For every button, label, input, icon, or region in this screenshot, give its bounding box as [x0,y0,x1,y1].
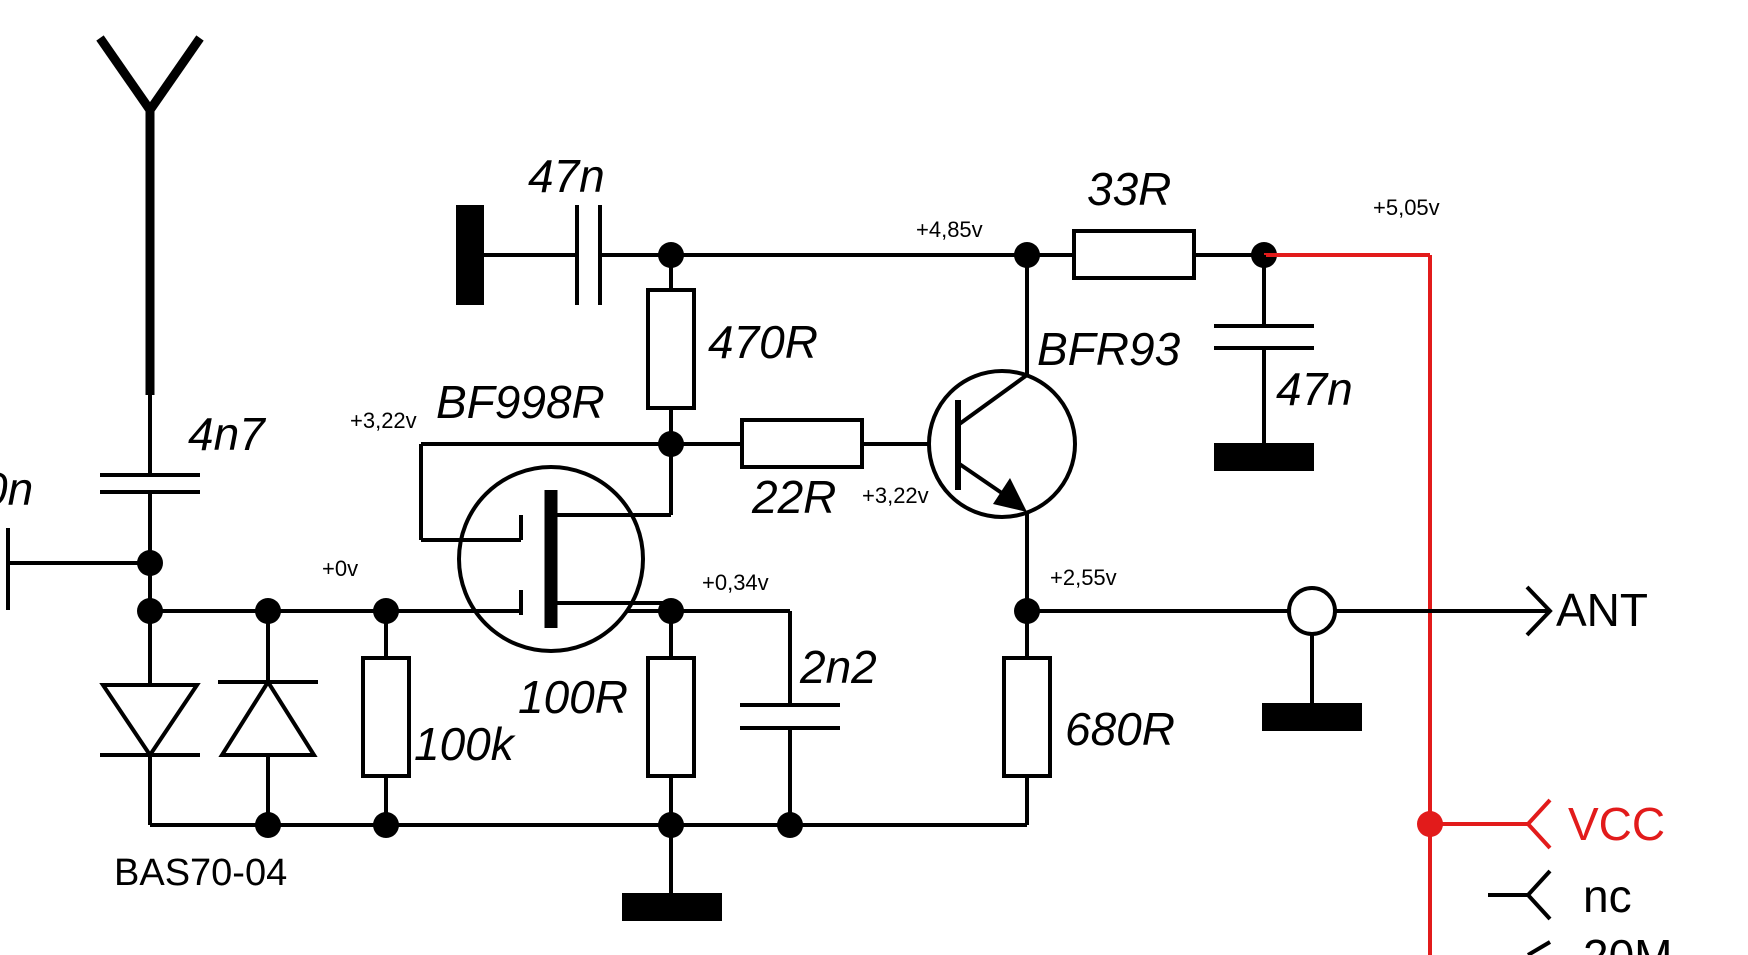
label-c-partial: 0n [0,463,33,515]
label-r-680R: 680R [1065,703,1175,755]
label-v-0: +0v [322,556,358,581]
resistor-22R [740,418,864,469]
label-partial-bottom: 20M [1583,930,1672,955]
label-r-100k: 100k [414,718,516,770]
diode-1 [99,683,201,759]
ant-connector-chevron [1525,585,1553,637]
ground-symbol [1214,443,1314,471]
transistor-bfr93-symbol [927,369,1077,519]
label-v-255: +2,55v [1050,565,1117,590]
ground-symbol [1262,703,1362,731]
antenna-symbol [96,35,204,395]
label-r-33R: 33R [1087,163,1171,215]
label-v-322-left: +3,22v [350,408,417,433]
junction-dot [255,812,281,838]
label-nc: nc [1583,870,1632,922]
resistor-680R [1002,656,1052,778]
diode-2 [218,678,318,757]
ground-symbol [622,893,722,921]
label-fet-bf998r: BF998R [436,376,605,428]
label-v-322-right: +3,22v [862,483,929,508]
test-point-ring [1287,586,1337,636]
label-c-4n7: 4n7 [188,408,266,460]
resistor-100k [361,656,411,778]
capacitor-4n7 [100,473,200,494]
partial-connector-chevron [1526,940,1552,955]
vcc-connector-chevron [1525,798,1552,850]
resistor-100R [646,656,696,778]
label-r-470R: 470R [708,316,818,368]
label-r-22R: 22R [751,471,836,523]
fet-bf998r-symbol [419,442,671,653]
label-v-505: +5,05v [1373,195,1440,220]
label-v-034: +0,34v [702,570,769,595]
label-c-47n-top: 47n [528,150,605,202]
label-d-bas70: BAS70-04 [114,852,287,894]
label-q-bfr93: BFR93 [1037,323,1181,375]
resistor-470R [646,288,696,410]
label-v-485: +4,85v [916,217,983,242]
label-c-2n2: 2n2 [799,641,877,693]
ground-symbol [456,205,484,305]
label-ant: ANT [1556,584,1648,636]
nc-connector-chevron [1525,869,1552,921]
label-r-100R: 100R [518,671,628,723]
junction-dot [373,812,399,838]
junction-dot [137,550,163,576]
junction-dot [137,598,163,624]
resistor-33R [1072,229,1196,280]
label-c-47n-right: 47n [1276,363,1353,415]
label-vcc: VCC [1568,798,1665,850]
